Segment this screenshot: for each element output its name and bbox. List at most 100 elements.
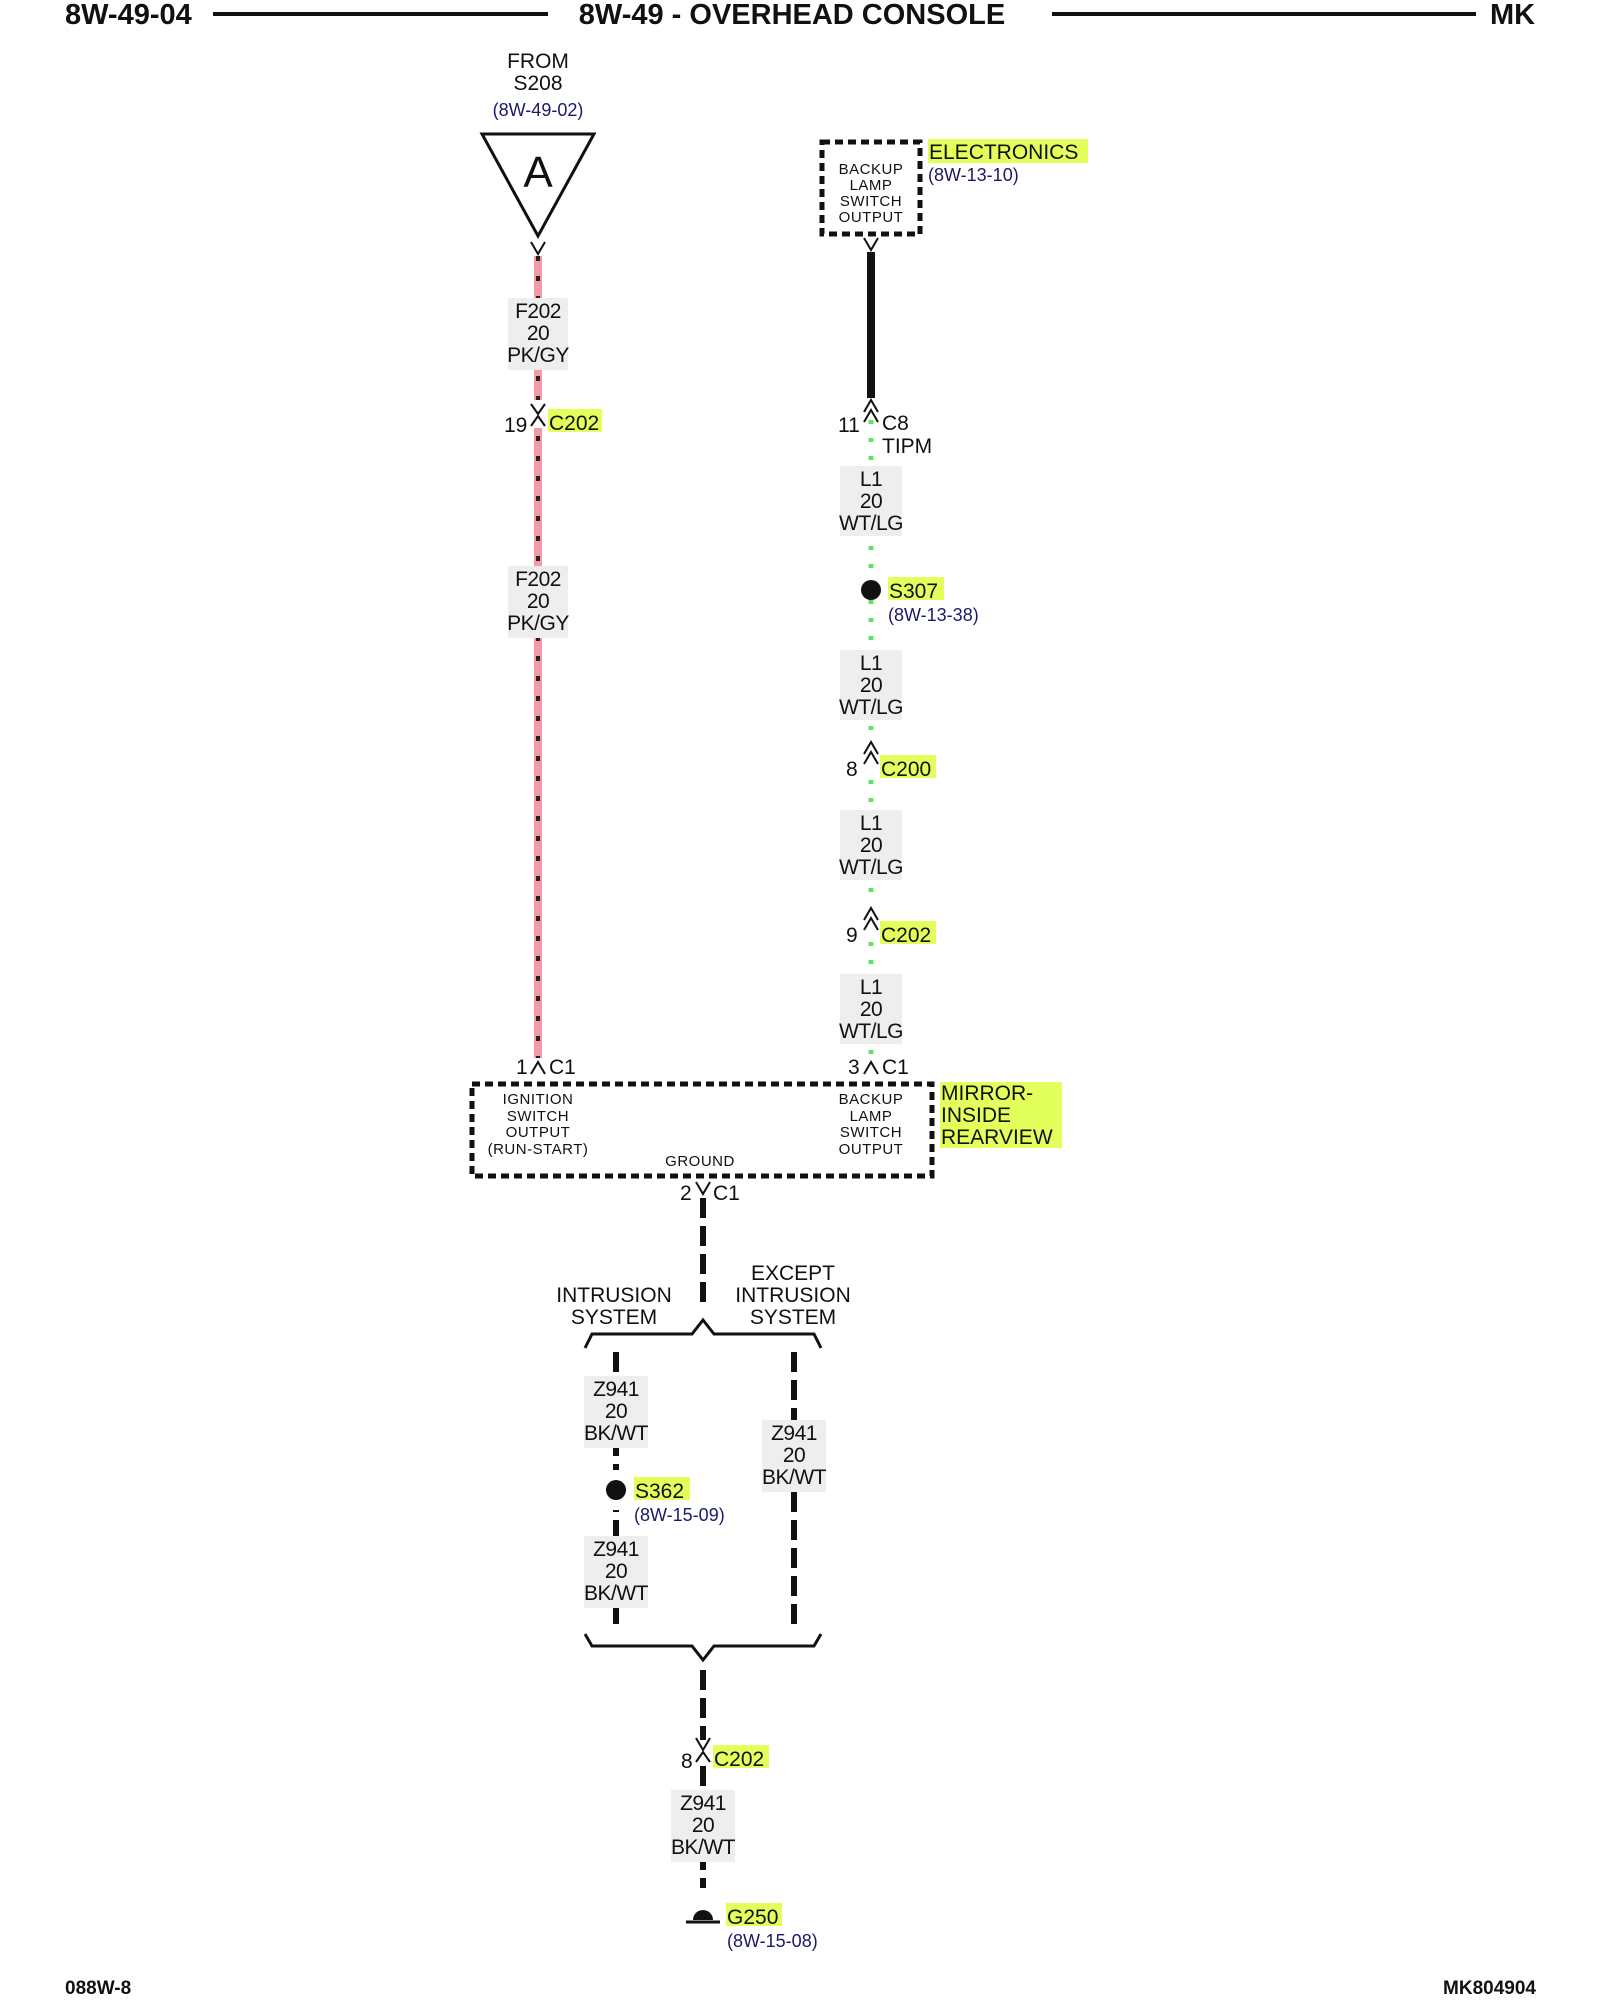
- connector-gap: [863, 906, 879, 936]
- mirror-box: [469, 1081, 935, 1179]
- model-code: MK: [1490, 0, 1535, 31]
- wire-circuit: L1: [860, 652, 882, 675]
- connector-c202-male-icon: [530, 414, 546, 427]
- connector-name[interactable]: C202: [881, 924, 931, 947]
- wire-gauge: 20: [527, 322, 549, 345]
- tipm-female-icon: [863, 408, 879, 423]
- wire-color: BK/WT: [671, 1836, 736, 1859]
- wire-color: PK/GY: [507, 612, 569, 635]
- connector-gap: [863, 1058, 879, 1080]
- wire-label-bg: [840, 650, 902, 720]
- ground-ref[interactable]: (8W-15-08): [727, 1931, 818, 1951]
- connector-name[interactable]: C200: [881, 758, 931, 781]
- connector-c202-female-icon: [863, 916, 879, 931]
- connector-name[interactable]: C202: [549, 412, 599, 435]
- pin-number: 19: [504, 414, 527, 437]
- connector-name: C1: [882, 1056, 909, 1079]
- splice-ref[interactable]: (8W-15-09): [634, 1505, 725, 1525]
- footer-figure-id: MK804904: [1443, 1978, 1536, 1999]
- ground-highlight: [726, 1903, 782, 1926]
- connector-c202-male-icon: [695, 1750, 711, 1763]
- wire-circuit: Z941: [771, 1422, 817, 1445]
- connector-name: C1: [713, 1182, 740, 1205]
- wire-color: WT/LG: [839, 696, 903, 719]
- splice-ref[interactable]: (8W-13-38): [888, 605, 979, 625]
- connector-a-letter: A: [523, 148, 553, 197]
- splice-name[interactable]: S307: [889, 580, 938, 603]
- wire-color: PK/GY: [507, 344, 569, 367]
- wire-gauge: 20: [783, 1444, 805, 1467]
- wire-color: BK/WT: [762, 1466, 827, 1489]
- tipm-male-icon: [863, 398, 879, 413]
- connector-highlight: [880, 921, 936, 944]
- option-brace-top: [583, 1317, 823, 1349]
- wire-color: BK/WT: [584, 1422, 649, 1445]
- pin-number: 1: [516, 1056, 528, 1079]
- box-line: BACKUP: [839, 1091, 904, 1108]
- wire-color: WT/LG: [839, 512, 903, 535]
- wire-label-bg: [584, 1376, 648, 1448]
- wire-gauge: 20: [692, 1814, 714, 1837]
- connector-name[interactable]: C202: [714, 1748, 764, 1771]
- box-line: BACKUP: [839, 161, 904, 178]
- wire-circuit: L1: [860, 468, 882, 491]
- wire-label-bg: [508, 298, 568, 370]
- page-code: 8W-49-04: [65, 0, 192, 31]
- connector-triangle-a: [479, 132, 597, 240]
- component-ref[interactable]: (8W-13-10): [928, 165, 1019, 185]
- pin-number: 11: [838, 414, 860, 437]
- box-line: SWITCH: [507, 1108, 569, 1125]
- option-label: INTRUSION: [556, 1284, 672, 1307]
- wire-circuit: F202: [515, 568, 561, 591]
- wire-color: BK/WT: [584, 1582, 649, 1605]
- wire-gauge: 20: [860, 998, 882, 1021]
- pin-number: 8: [846, 758, 858, 781]
- electronics-box: [819, 139, 923, 237]
- wire-gauge: 20: [527, 590, 549, 613]
- wire-circuit: Z941: [680, 1792, 726, 1815]
- module-name[interactable]: TIPM: [882, 435, 932, 458]
- connector-highlight: [713, 1745, 769, 1768]
- splice-highlight: [634, 1477, 690, 1500]
- footer-code: 088W-8: [65, 1978, 131, 1999]
- connector-c202-male-icon: [863, 906, 879, 921]
- component-name[interactable]: ELECTRONICS: [929, 141, 1078, 164]
- splice-name[interactable]: S362: [635, 1480, 684, 1503]
- component-name[interactable]: REARVIEW: [941, 1126, 1053, 1149]
- box-line: OUTPUT: [506, 1124, 571, 1141]
- component-highlight: [928, 139, 1088, 163]
- wire-gauge: 20: [860, 490, 882, 513]
- component-name[interactable]: MIRROR-: [941, 1082, 1033, 1105]
- box-line: SWITCH: [840, 193, 902, 210]
- ground-label: GROUND: [665, 1153, 735, 1170]
- female-terminal-icon: [863, 237, 879, 252]
- connector-c200-female-icon: [863, 750, 879, 765]
- connector-name: C8: [882, 412, 909, 435]
- box-line: OUTPUT: [839, 1141, 904, 1158]
- female-terminal-icon: [530, 241, 546, 256]
- connector-c202-female-icon: [530, 403, 546, 416]
- wire-label-bg: [840, 466, 902, 536]
- from-label: FROM: [507, 50, 569, 73]
- wire-circuit: L1: [860, 812, 882, 835]
- wire-gauge: 20: [860, 834, 882, 857]
- box-line: LAMP: [850, 177, 893, 194]
- component-name[interactable]: INSIDE: [941, 1104, 1011, 1127]
- ground-symbol-icon: [693, 1910, 713, 1920]
- wire-gauge: 20: [605, 1400, 627, 1423]
- connector-name: C1: [549, 1056, 576, 1079]
- connector-gap: [530, 1058, 546, 1080]
- box-line: (RUN-START): [488, 1141, 589, 1158]
- ground-name[interactable]: G250: [727, 1906, 778, 1929]
- male-terminal-icon: [863, 1060, 879, 1075]
- option-brace-bottom: [583, 1633, 823, 1663]
- pin-number: 3: [848, 1056, 860, 1079]
- splice-dot: [861, 580, 881, 600]
- wire-circuit: L1: [860, 976, 882, 999]
- page-title: 8W-49 - OVERHEAD CONSOLE: [579, 0, 1005, 31]
- option-label: INTRUSION: [735, 1284, 851, 1307]
- connector-highlight: [880, 755, 936, 778]
- wire-label-bg: [508, 566, 568, 638]
- option-label: SYSTEM: [750, 1306, 836, 1329]
- from-ref[interactable]: (8W-49-02): [493, 100, 584, 120]
